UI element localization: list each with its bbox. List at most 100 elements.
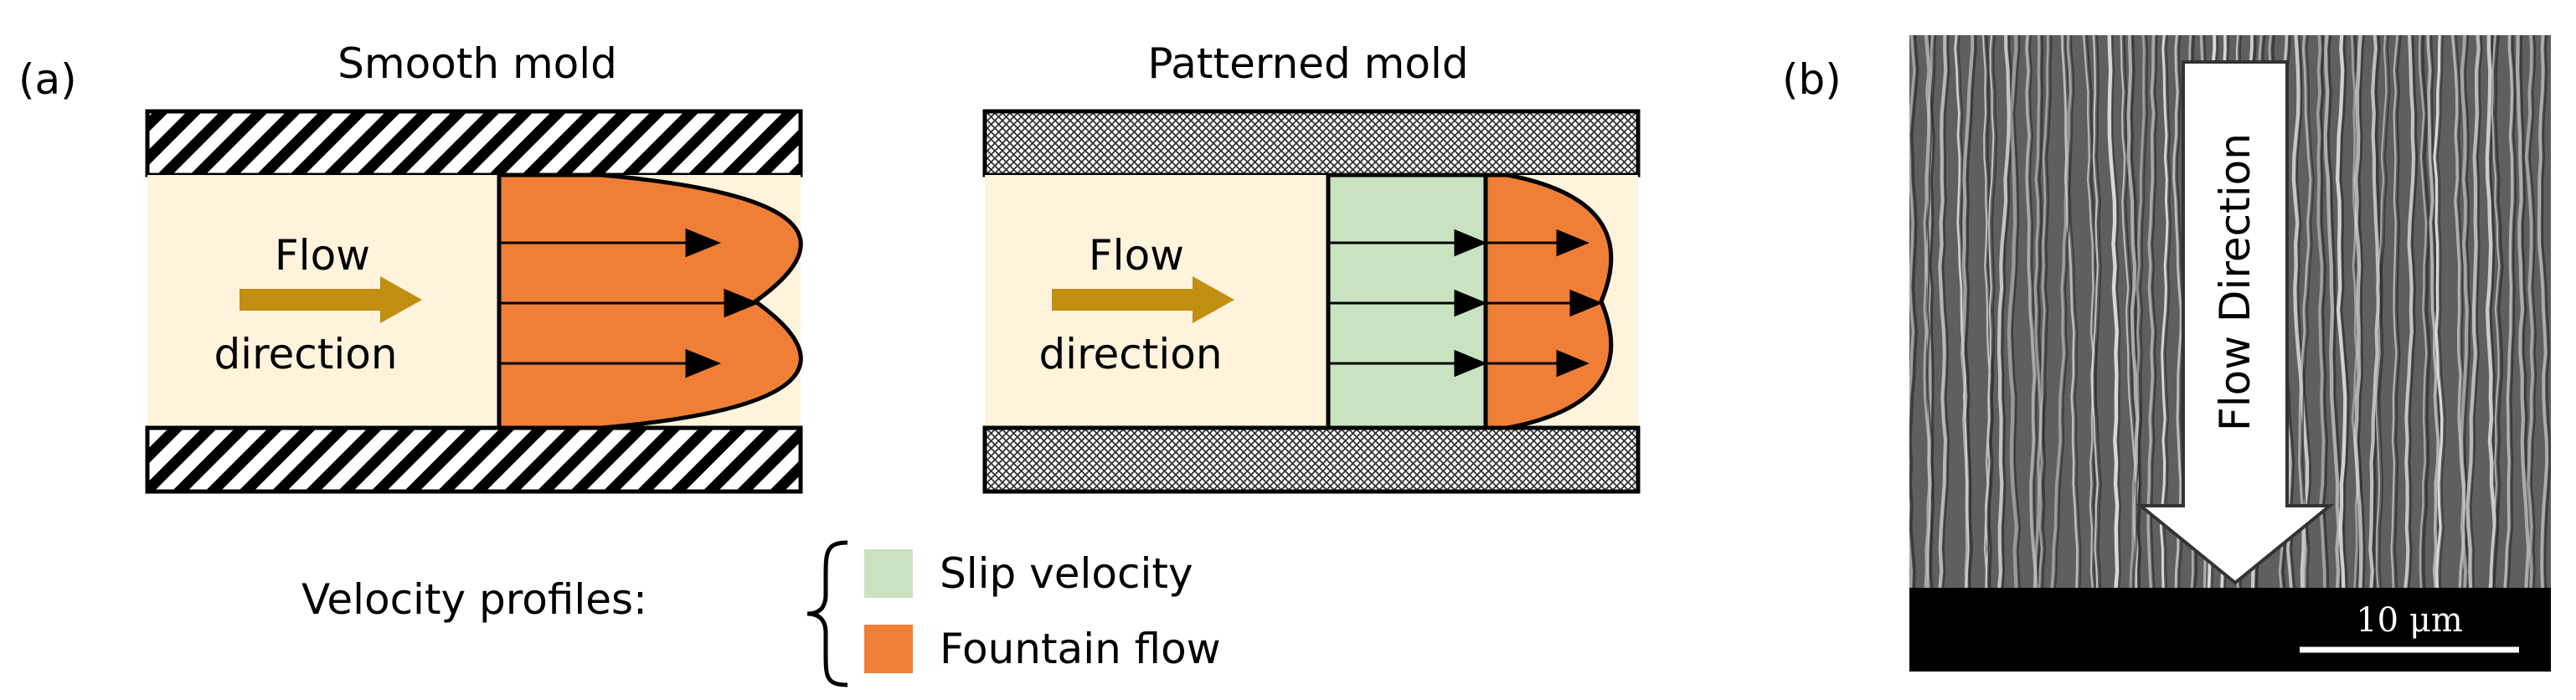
sem-groove [2295,35,2311,588]
sem-groove [2163,35,2172,588]
sem-groove [2054,35,2075,588]
flow-direction-arrow [2136,60,2335,585]
sem-groove [2133,35,2149,588]
sem-ridge [2418,35,2428,588]
sem-ridge [1909,35,1916,588]
sem-ridge [2082,35,2094,588]
sem-ridge [2503,35,2514,588]
sem-ridge [2129,35,2146,588]
legend-label-slip: Slip velocity [940,549,1193,598]
smooth-velocity-arrows [499,228,760,378]
legend-swatch-slip [864,549,913,598]
panel-a-label: (a) [18,55,77,104]
sem-ridge [2038,35,2049,588]
patterned-mold-diagram: Patterned mold Flow direction [982,39,1641,494]
patterned-mold-bottom-wall [982,425,1641,494]
sem-ridge [1938,35,1948,588]
smooth-mold-top-wall [145,109,803,178]
smooth-mold-title: Smooth mold [337,39,617,88]
sem-groove [2320,35,2330,588]
sem-ridge [1923,35,1934,588]
sem-ridge [2353,35,2363,588]
sem-scale-band [1909,588,2551,672]
sem-groove [2378,35,2391,588]
sem-ridge [2126,35,2140,588]
smooth-flow-label-line1: Flow [275,231,370,280]
flow-direction-label: Flow Direction [2211,133,2259,431]
sem-groove [1964,35,1977,588]
sem-ridge [2350,35,2359,588]
sem-groove [2028,35,2040,588]
sem-groove [2541,35,2551,588]
sem-ridge [2426,35,2439,588]
sem-ridge [2485,35,2497,588]
sem-groove [2492,35,2504,588]
sem-ridges [1909,35,2551,588]
sem-ridge [2323,35,2341,588]
sem-groove [2437,35,2446,588]
patterned-mold-top-wall [982,109,1641,178]
sem-ridge [2159,35,2169,588]
sem-groove [2339,35,2350,588]
sem-groove [2111,35,2121,588]
sem-groove [1926,35,1937,588]
sem-ridge [2516,35,2531,588]
smooth-mold-bottom-wall [145,425,803,494]
smooth-flow-arrow [240,276,422,323]
fountain-flow-profile [497,172,803,430]
sem-ridge [2025,35,2038,588]
sem-ridge [2061,35,2079,588]
sem-groove [2301,35,2315,588]
sem-ridge [1960,35,1975,588]
sem-ridge [2007,35,2019,588]
panel-b-label: (b) [1782,55,1842,104]
sem-groove [2094,35,2102,588]
sem-ridge [2107,35,2120,588]
sem-ridge [2172,35,2182,588]
sem-ridge [2460,35,2469,588]
sem-groove [2130,35,2142,588]
sem-ridge [2433,35,2444,588]
sem-groove [2506,35,2517,588]
sem-ridge [2335,35,2347,588]
patterned-flow-label-line1: Flow [1089,231,1184,280]
sem-ridge [2050,35,2073,588]
sem-groove [2151,35,2158,588]
sem-ridge [2465,35,2481,588]
legend-brace [806,540,848,687]
sem-image: 10 μm Flow Direction [1909,35,2551,672]
sem-groove [2042,35,2053,588]
sem-ridge [2390,35,2398,588]
sem-ridge [2375,35,2388,588]
sem-ridge [2524,35,2535,588]
scale-bar-label: 10 μm [2356,601,2463,640]
patterned-flow-label-line2: direction [1038,330,1222,378]
patterned-mold-title: Patterned mold [1147,39,1468,88]
sem-groove [2421,35,2432,588]
legend-swatch-fountain [864,625,913,673]
patterned-flow-arrow [1052,276,1234,323]
sem-ridge [2489,35,2501,588]
sem-groove [1942,35,1950,588]
velocity-legend: Velocity profiles: Slip velocity Fountai… [301,540,1221,687]
sem-groove [2470,35,2483,588]
sem-groove [1928,35,1935,588]
sem-groove [1987,35,1998,588]
smooth-mold-diagram: Smooth mold Flow direction [145,39,803,494]
sem-groove [2011,35,2022,588]
sem-ridge [2291,35,2309,588]
sem-ridge [1984,35,1995,588]
sem-groove [2408,35,2419,588]
legend-label-fountain: Fountain flow [940,625,1221,673]
sem-ridge [2146,35,2156,588]
sem-groove [1909,35,1919,588]
sem-groove [2357,35,2366,588]
sem-groove [2528,35,2537,588]
sem-ridge [2297,35,2312,588]
sem-ridge [2090,35,2099,588]
sem-ridge [2403,35,2416,588]
sem-ridge [2033,35,2043,588]
sem-ridge [2537,35,2549,588]
sem-groove [2393,35,2402,588]
